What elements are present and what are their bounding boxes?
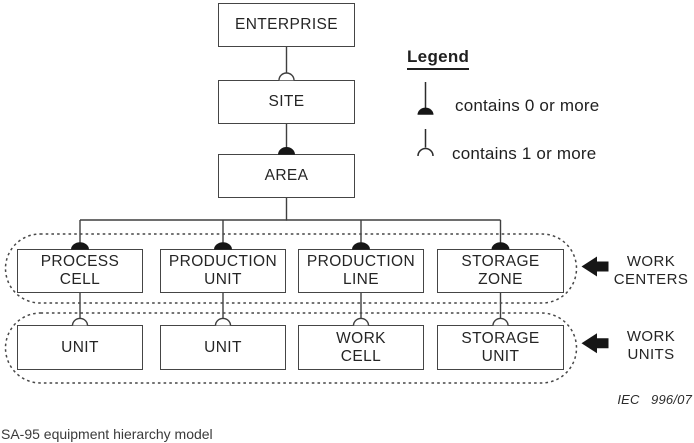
node-work-cell-label: WORK CELL <box>336 329 386 365</box>
figure-caption: SA-95 equipment hierarchy model <box>1 426 213 442</box>
iec-reference-note: IEC 996/07 <box>617 392 692 407</box>
node-unit-1: UNIT <box>17 325 143 370</box>
legend-item-contains-1-or-more: contains 1 or more <box>452 144 597 163</box>
legend-item-contains-0-or-more: contains 0 or more <box>455 96 600 115</box>
node-production-unit: PRODUCTION UNIT <box>160 249 286 293</box>
left-arrow-icon <box>581 333 609 354</box>
node-site-label: SITE <box>268 93 305 110</box>
node-unit-2-label: UNIT <box>204 338 242 356</box>
node-unit-2: UNIT <box>160 325 286 370</box>
node-storage-unit: STORAGE UNIT <box>437 325 564 370</box>
node-site: SITE <box>218 80 355 124</box>
node-enterprise: ENTERPRISE <box>218 3 355 47</box>
left-arrow-icon <box>581 256 609 277</box>
node-process-cell: PROCESS CELL <box>17 249 143 293</box>
node-production-line-label: PRODUCTION LINE <box>306 253 416 288</box>
work-units-group-label: WORK UNITS <box>626 328 676 363</box>
legend-heading: Legend <box>407 47 470 70</box>
node-storage-zone-label: STORAGE ZONE <box>461 253 540 288</box>
node-storage-unit-label: STORAGE UNIT <box>461 329 540 365</box>
node-production-unit-label: PRODUCTION UNIT <box>168 253 278 288</box>
node-work-cell: WORK CELL <box>298 325 424 370</box>
node-area: AREA <box>218 154 355 198</box>
node-enterprise-label: ENTERPRISE <box>234 16 339 33</box>
node-storage-zone: STORAGE ZONE <box>437 249 564 293</box>
node-process-cell-label: PROCESS CELL <box>40 253 120 288</box>
node-production-line: PRODUCTION LINE <box>298 249 424 293</box>
contains-1-or-more-icon <box>417 147 434 157</box>
node-unit-1-label: UNIT <box>61 338 99 356</box>
work-centers-group-label: WORK CENTERS <box>613 253 689 288</box>
node-area-label: AREA <box>264 167 309 184</box>
contains-0-or-more-icon <box>417 107 434 115</box>
